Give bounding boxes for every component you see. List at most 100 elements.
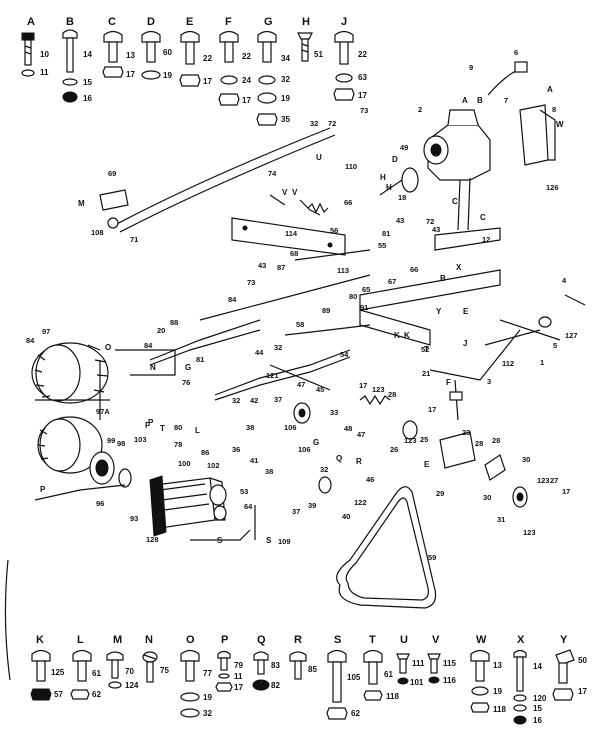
hw-top-h-part-1: 51 — [314, 50, 323, 59]
hw-bot-u-part-2: 101 — [410, 678, 424, 687]
hw-bot-s-part-1: 105 — [347, 673, 361, 682]
screw-a-icon — [21, 32, 35, 77]
hw-top-j-part-3: 17 — [358, 91, 367, 100]
brake-drum — [209, 484, 227, 521]
callout-67: 67 — [388, 277, 396, 286]
callout-68: 68 — [290, 249, 298, 258]
ref-letter-c-2: C — [480, 213, 486, 222]
hw-top-b-part-1: 14 — [83, 50, 92, 59]
top-hardware-row: A 10 11 B 14 15 16 C 13 17 D — [21, 16, 367, 126]
bolt-d-icon — [141, 30, 161, 80]
callout-6: 6 — [514, 48, 518, 57]
page-edge-arc — [4, 559, 11, 681]
hw-bot-letter-x: X — [517, 634, 525, 646]
callout-71: 71 — [130, 235, 138, 244]
hw-bot-t-part-2: 118 — [386, 692, 399, 701]
hw-bot-letter-n: N — [145, 634, 153, 646]
hw-top-letter-g: G — [264, 16, 273, 28]
bolt-f-icon — [218, 30, 240, 106]
bolt-b-icon — [62, 29, 78, 103]
ref-letter-f-2: F — [446, 378, 451, 387]
ref-letter-x-1: X — [456, 263, 462, 272]
callout-41: 41 — [250, 456, 258, 465]
ref-letter-y-1: Y — [436, 307, 442, 316]
callout-26: 26 — [390, 445, 398, 454]
callout-123a: 123 — [372, 385, 385, 394]
callout-65: 65 — [362, 285, 370, 294]
hw-bot-y-part-1: 50 — [578, 656, 587, 665]
ref-letter-f-1: F — [145, 421, 150, 430]
frame-plate-upper — [231, 217, 346, 256]
callout-87: 87 — [277, 263, 285, 272]
callout-38b: 38 — [265, 467, 273, 476]
ref-letter-c-1: C — [452, 197, 458, 206]
hw-bot-p-part-2: 11 — [234, 672, 243, 681]
callout-114: 114 — [285, 229, 298, 238]
hw-top-j-part-2: 63 — [358, 73, 367, 82]
hw-bot-letter-w: W — [476, 634, 487, 646]
bolt-k-icon — [30, 649, 52, 701]
hw-bot-n-part-1: 75 — [160, 666, 169, 675]
callout-45: 45 — [316, 385, 324, 394]
hw-bot-w-part-2: 19 — [493, 687, 502, 696]
callout-31: 31 — [497, 515, 505, 524]
hw-bot-o-part-2: 19 — [203, 693, 212, 702]
callout-30b: 30 — [483, 493, 491, 502]
bolt-r-icon — [289, 651, 307, 680]
screw-v-icon — [427, 653, 441, 684]
callout-28b: 28 — [492, 436, 500, 445]
callout-91: 91 — [360, 303, 368, 312]
callout-54: 54 — [340, 350, 349, 359]
callout-8: 8 — [552, 105, 556, 114]
hw-bot-q-part-1: 83 — [271, 661, 280, 670]
spring-114 — [307, 202, 329, 214]
callout-84b: 84 — [228, 295, 237, 304]
callout-127: 127 — [565, 331, 578, 340]
ref-letter-t-1: T — [160, 424, 165, 433]
hw-top-g-part-1: 34 — [281, 54, 290, 63]
callout-56: 56 — [330, 226, 338, 235]
hw-bot-letter-p: P — [221, 634, 228, 646]
callout-72b: 72 — [426, 217, 434, 226]
callout-126: 126 — [546, 183, 559, 192]
bolt-y-icon — [552, 649, 575, 701]
callout-29: 29 — [436, 489, 444, 498]
hw-top-j-part-1: 22 — [358, 50, 367, 59]
hw-top-b-part-3: 16 — [83, 94, 92, 103]
callout-100: 100 — [178, 459, 191, 468]
ref-letter-v-2: V — [292, 188, 298, 197]
callout-33: 33 — [330, 408, 338, 417]
callout-122: 122 — [354, 498, 367, 507]
callout-38a: 38 — [246, 423, 254, 432]
hw-top-d-part-1: 60 — [163, 48, 172, 57]
hw-top-d-part-2: 19 — [163, 71, 172, 80]
bottom-hardware-row: K 125 57 L 61 62 M 70 124 N — [30, 634, 587, 725]
hw-bot-letter-q: Q — [257, 634, 266, 646]
callout-32c: 32 — [232, 396, 240, 405]
callout-48: 48 — [344, 424, 352, 433]
callout-23: 23 — [462, 428, 470, 437]
callout-49: 49 — [400, 143, 408, 152]
ref-letter-p-2: P — [148, 418, 154, 427]
ref-letter-d-1: D — [392, 155, 398, 164]
callout-128: 128 — [146, 535, 159, 544]
callout-80b: 80 — [349, 292, 357, 301]
frame-rail-right — [359, 227, 501, 346]
hw-bot-x-part-4: 16 — [533, 716, 542, 725]
callout-25: 25 — [420, 435, 428, 444]
hw-top-f-part-2: 24 — [242, 76, 251, 85]
ref-letter-p-1: P — [40, 485, 46, 494]
callout-84c: 84 — [144, 341, 153, 350]
ref-letter-j-1: J — [463, 339, 467, 348]
hw-top-letter-h: H — [302, 16, 310, 28]
hw-top-c-part-1: 13 — [126, 51, 135, 60]
letter-references: A A B B C C D E E F F G G H H J K K L M … — [40, 85, 564, 545]
ref-letter-b-1: B — [477, 96, 483, 105]
axle-hub — [379, 167, 419, 196]
hw-bot-k-part-1: 125 — [51, 668, 65, 677]
callout-113: 113 — [337, 266, 349, 275]
callout-53: 53 — [240, 487, 248, 496]
hw-bot-letter-k: K — [36, 634, 44, 646]
callout-73a: 73 — [360, 106, 368, 115]
callout-96: 96 — [96, 499, 104, 508]
